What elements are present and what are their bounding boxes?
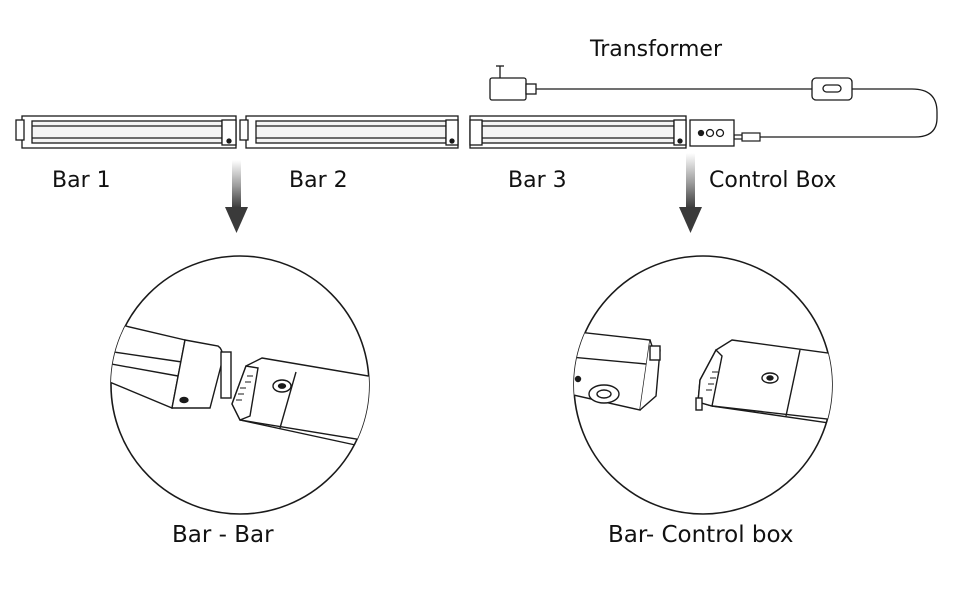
bar-2: [239, 115, 459, 149]
arrow-down-left: [225, 160, 248, 233]
control-box-label: Control Box: [709, 168, 837, 193]
arrow-down-right: [679, 153, 702, 233]
bar-control-caption: Bar- Control box: [608, 522, 794, 548]
bar-1: [15, 115, 237, 149]
bar-2-label: Bar 2: [289, 168, 348, 193]
bar-bar-detail: [110, 255, 370, 515]
bar-1-label: Bar 1: [52, 168, 111, 193]
bar-control-detail: [573, 255, 833, 515]
transformer-label: Transformer: [590, 37, 723, 62]
bar-3: [469, 115, 687, 149]
inline-switch: [811, 77, 853, 101]
control-box: [689, 119, 735, 147]
bar-3-label: Bar 3: [508, 168, 567, 193]
bar-bar-caption: Bar - Bar: [172, 522, 274, 548]
transformer-adapter: [489, 65, 812, 101]
cable-plug: [733, 132, 761, 142]
power-cable: [760, 88, 938, 138]
